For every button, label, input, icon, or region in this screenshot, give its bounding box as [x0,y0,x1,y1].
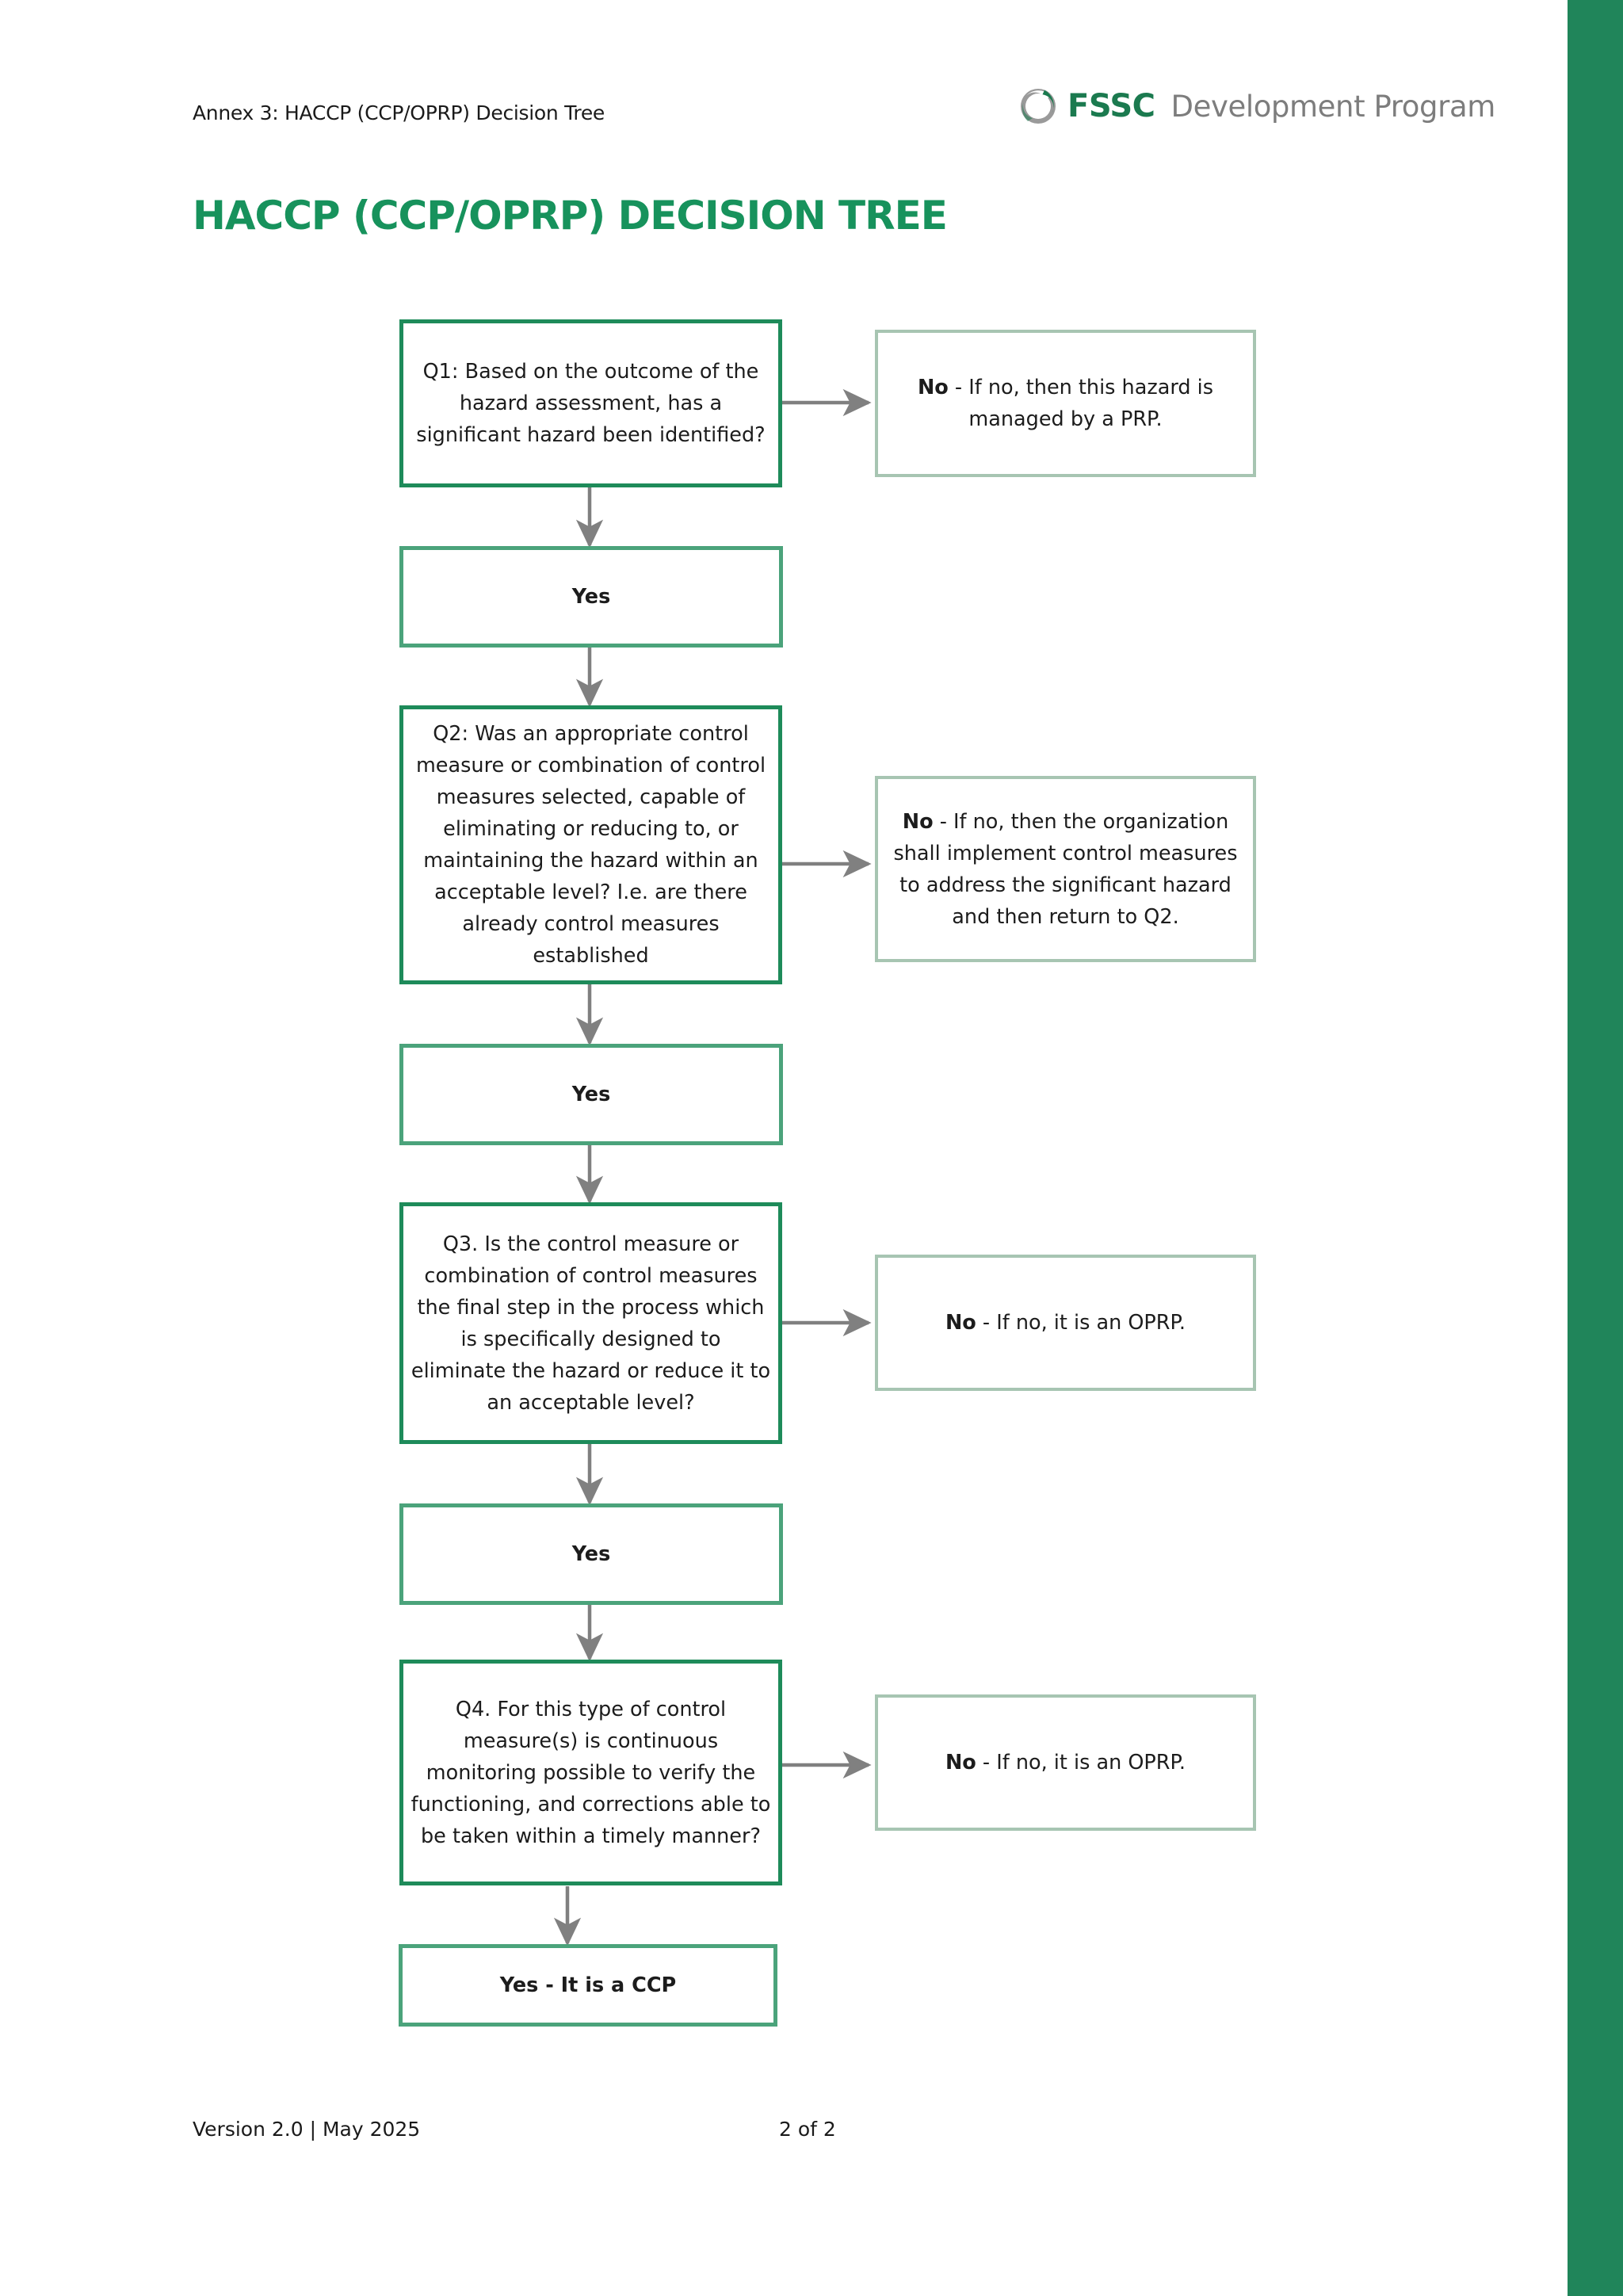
node-q2-no-body: - If no, then the organization shall imp… [893,809,1238,929]
footer-version: Version 2.0 | May 2025 [193,2118,421,2141]
node-q3[interactable]: Q3. Is the control measure or combinatio… [399,1202,782,1444]
node-q4-no-text: No - If no, it is an OPRP. [878,1747,1253,1778]
document-footer: Version 2.0 | May 2025 2 of 2 [0,2118,1568,2165]
document-page: Annex 3: HACCP (CCP/OPRP) Decision Tree … [0,0,1568,2165]
node-ccp-result-text: Yes - It is a CCP [499,1973,677,1997]
node-q3-no-lead: No [945,1311,976,1335]
node-q2-no-text: No - If no, then the organization shall … [878,806,1253,933]
document-header: Annex 3: HACCP (CCP/OPRP) Decision Tree … [0,0,1568,166]
node-q4-no[interactable]: No - If no, it is an OPRP. [875,1694,1256,1831]
brand-name: FSSC [1067,88,1155,124]
fssc-logo: FSSC Development Program [1018,84,1495,128]
node-yes-1-text: Yes [571,585,611,609]
brand-subtitle: Development Program [1170,89,1496,124]
node-yes-1[interactable]: Yes [399,546,783,648]
node-q3-text: Q3. Is the control measure or combinatio… [411,1232,771,1415]
node-yes-3-text: Yes [571,1542,611,1566]
page-title: HACCP (CCP/OPRP) DECISION TREE [193,193,948,239]
node-q2-text: Q2: Was an appropriate control measure o… [415,722,766,968]
node-q3-no[interactable]: No - If no, it is an OPRP. [875,1255,1256,1391]
node-q2[interactable]: Q2: Was an appropriate control measure o… [399,705,782,984]
node-q1-text: Q1: Based on the outcome of the hazard a… [416,360,766,447]
node-q1-no-lead: No [917,376,949,399]
flowchart-connectors [553,388,872,1946]
node-q2-no[interactable]: No - If no, then the organization shall … [875,776,1256,962]
green-edge-bar [1568,0,1623,2296]
node-q1-no-body: - If no, then this hazard is managed by … [948,376,1214,431]
node-yes-2-text: Yes [571,1083,611,1106]
node-q1[interactable]: Q1: Based on the outcome of the hazard a… [399,319,782,487]
footer-page-number: 2 of 2 [779,2118,836,2141]
haccp-decision-tree: Q1: Based on the outcome of the hazard a… [399,319,1256,2027]
node-q3-no-body: - If no, it is an OPRP. [976,1311,1186,1335]
node-q3-no-text: No - If no, it is an OPRP. [878,1307,1253,1339]
node-q1-no[interactable]: No - If no, then this hazard is managed … [875,330,1256,477]
node-q2-no-lead: No [902,809,934,834]
node-q4-no-lead: No [945,1751,976,1775]
node-q1-no-text: No - If no, then this hazard is managed … [878,372,1253,435]
node-q4-text: Q4. For this type of control measure(s) … [411,1697,771,1848]
fssc-swirl-mark [1021,89,1056,124]
node-yes-3[interactable]: Yes [399,1503,783,1605]
node-q4[interactable]: Q4. For this type of control measure(s) … [399,1660,782,1885]
annex-label: Annex 3: HACCP (CCP/OPRP) Decision Tree [193,101,605,124]
node-q4-no-body: - If no, it is an OPRP. [976,1751,1186,1775]
node-ccp-result[interactable]: Yes - It is a CCP [399,1944,777,2027]
node-yes-2[interactable]: Yes [399,1044,783,1145]
